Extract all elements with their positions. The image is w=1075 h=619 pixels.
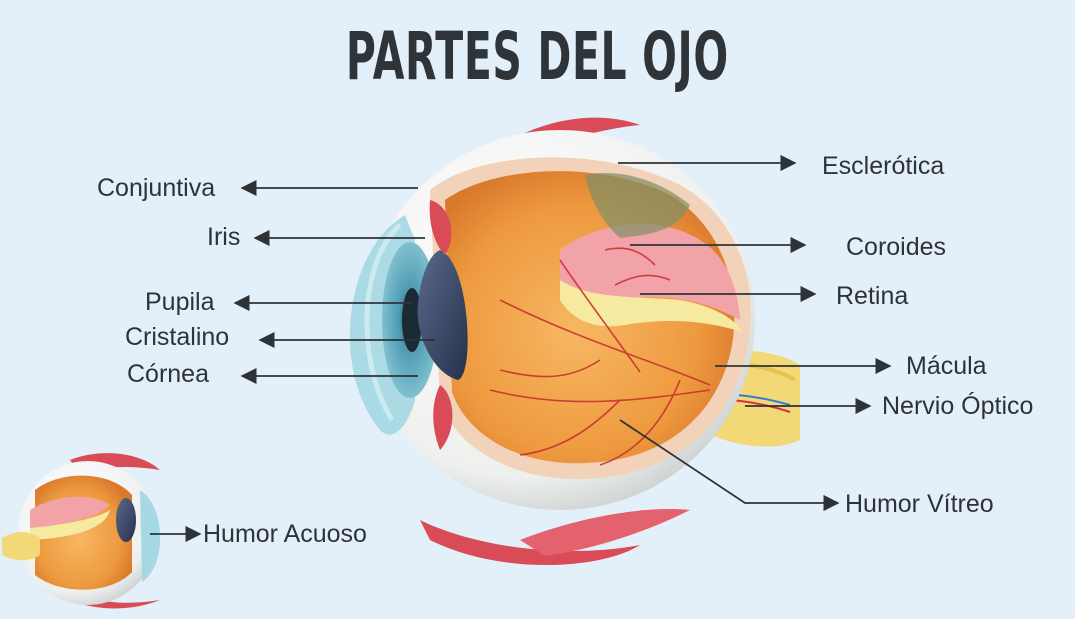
label-cristalino: Cristalino [125,323,230,351]
label-humor-acuoso: Humor Acuoso [203,520,367,548]
label-retina: Retina [836,282,909,310]
label-coroides: Coroides [846,233,947,261]
main-eye-illustration [349,117,800,565]
label-nervio-optico: Nervio Óptico [882,392,1034,420]
page-title: PARTES DEL OJO [345,18,729,95]
small-eye-illustration [2,453,161,609]
pointer-humor-vitreo [619,419,840,512]
label-humor-vitreo: Humor Vítreo [845,490,994,518]
label-macula: Mácula [906,352,987,380]
label-cornea: Córnea [127,360,209,388]
label-esclerotica: Esclerótica [822,152,945,180]
label-conjuntiva: Conjuntiva [97,174,216,202]
label-pupila: Pupila [145,288,215,316]
label-iris: Iris [207,223,241,251]
pointer-lines [150,154,892,543]
